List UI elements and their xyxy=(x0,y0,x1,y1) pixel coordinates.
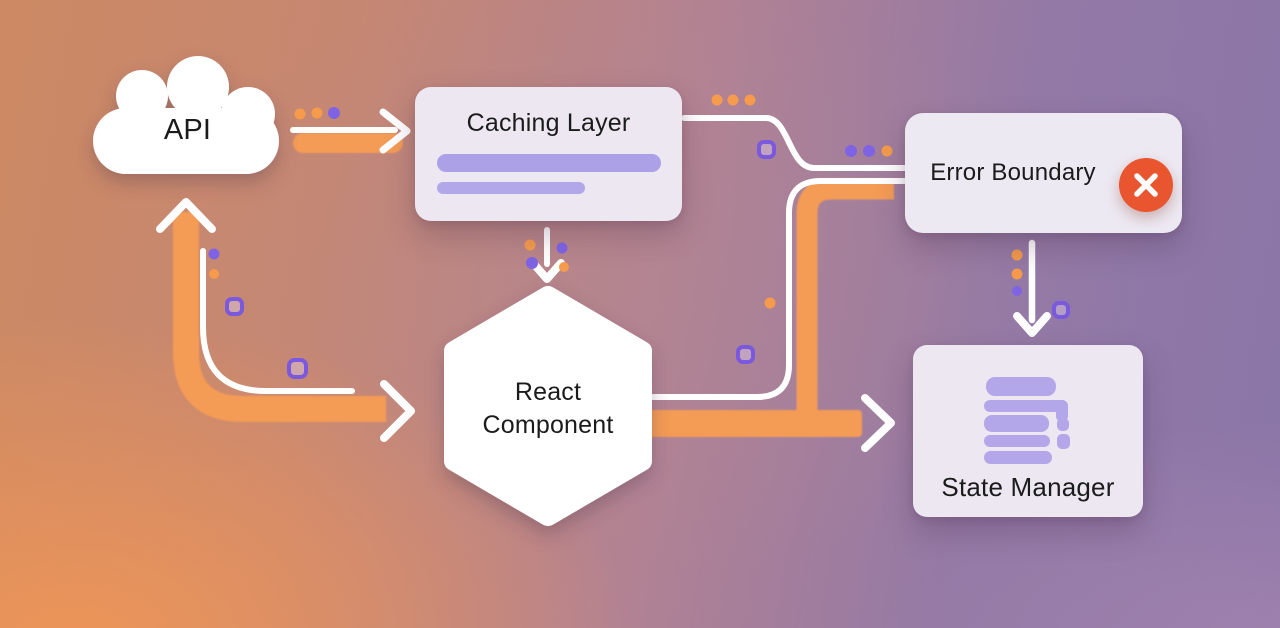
arrowhead-into-api xyxy=(156,198,216,233)
arrowhead-into-state-left xyxy=(861,394,895,452)
api-node-label: API xyxy=(163,114,212,146)
api-cloud-shape xyxy=(93,56,279,174)
react-hexagon-shape xyxy=(444,286,652,526)
flow-dot-orange xyxy=(1011,268,1023,280)
edge-api-to-react-line xyxy=(200,248,355,394)
content-bar xyxy=(437,154,661,172)
list-stack-icon xyxy=(984,377,1070,464)
flow-token-square xyxy=(225,297,244,316)
flow-token-square xyxy=(757,140,776,159)
flow-dot-purple xyxy=(328,107,340,119)
arrowhead-into-react-top xyxy=(529,259,565,283)
flow-token-square xyxy=(1052,301,1070,319)
error-x-icon xyxy=(1119,158,1173,212)
flow-dot-purple xyxy=(208,248,220,260)
flow-dot-orange xyxy=(881,145,893,157)
orange-flow-bands xyxy=(173,133,894,437)
flow-dot-orange xyxy=(764,297,776,309)
edge-react-to-error-band xyxy=(796,178,894,432)
error-boundary-node: Error Boundary xyxy=(905,113,1182,233)
flow-dot-orange xyxy=(559,262,569,272)
state-manager-label: State Manager xyxy=(941,472,1115,502)
error-boundary-label: Error Boundary xyxy=(930,159,1096,186)
flow-dot-orange xyxy=(1011,249,1023,261)
state-manager-node: State Manager xyxy=(913,345,1143,517)
arrowhead-into-caching xyxy=(379,108,411,154)
flow-token-square xyxy=(287,358,308,379)
white-connectors xyxy=(156,108,1051,452)
flow-dot-orange xyxy=(294,108,306,120)
flow-dot-purple xyxy=(1012,286,1022,296)
arrowhead-into-state-top xyxy=(1013,312,1051,337)
flow-dot-purple xyxy=(845,145,857,157)
react-component-label-line1: React xyxy=(514,378,582,406)
x-glyph xyxy=(1134,173,1158,197)
flow-dot-orange xyxy=(727,94,739,106)
edge-react-to-api-band xyxy=(173,212,386,422)
flow-dots xyxy=(208,94,1070,379)
flow-dot-orange xyxy=(744,94,756,106)
flow-dot-orange xyxy=(209,269,219,279)
edge-caching-to-error-curve xyxy=(681,115,911,171)
flow-dot-orange xyxy=(311,107,323,119)
edge-react-to-state-band xyxy=(648,410,862,437)
content-bar xyxy=(437,182,585,194)
flow-dot-purple xyxy=(863,145,875,157)
flow-dot-orange xyxy=(711,94,723,106)
edge-react-to-error-line xyxy=(649,178,911,400)
edge-api-to-caching-band xyxy=(293,133,403,153)
flow-token-square xyxy=(736,345,755,364)
caching-layer-node: Caching Layer xyxy=(415,87,682,221)
flow-dot-orange xyxy=(524,239,536,251)
react-component-label-line2: Component xyxy=(482,411,614,439)
caching-layer-label: Caching Layer xyxy=(466,109,631,137)
react-component-label: React Component xyxy=(448,376,648,442)
arrowhead-into-react-left xyxy=(380,380,415,442)
flow-dot-purple xyxy=(526,257,538,269)
flow-dot-purple xyxy=(556,242,568,254)
